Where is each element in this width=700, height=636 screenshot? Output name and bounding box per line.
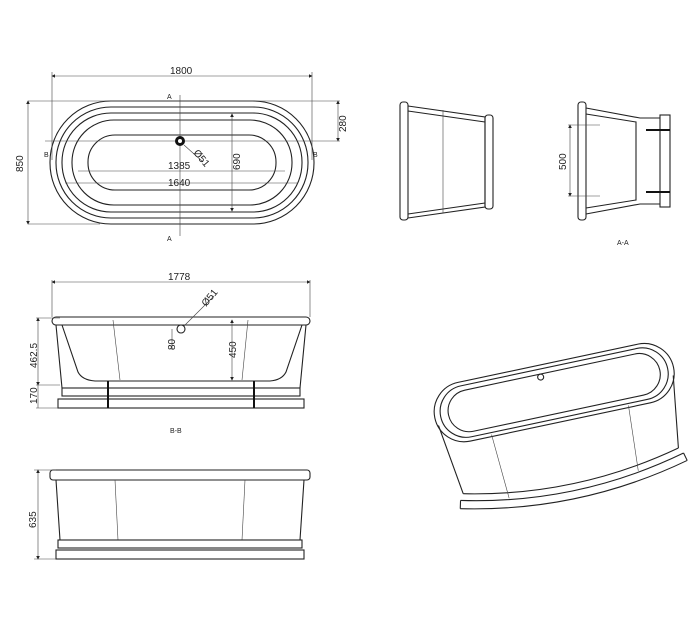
tub-basin (87, 134, 277, 191)
section-aa-view: 500 A-A (558, 101, 671, 247)
dim-1800: 1800 (170, 66, 193, 77)
dim-280: 280 (338, 115, 349, 132)
plan-view: 1800 850 280 690 1385 1640 Ø51 A A B B (15, 66, 349, 243)
front-view: 635 (28, 469, 311, 560)
overflow-outlet (176, 324, 186, 334)
dim-635: 635 (28, 511, 39, 528)
dim-overflow-diameter: Ø51 (200, 287, 221, 309)
dim-450: 450 (228, 341, 239, 358)
dim-1778: 1778 (168, 272, 191, 283)
dim-1640: 1640 (168, 178, 191, 189)
dim-500: 500 (558, 153, 569, 170)
dim-waste-diameter: Ø51 (191, 148, 212, 170)
section-b-label-left: B (44, 152, 49, 159)
section-aa-title: A-A (617, 240, 629, 247)
dim-170: 170 (29, 387, 40, 404)
dim-850: 850 (15, 155, 26, 172)
dim-1385: 1385 (168, 161, 191, 172)
section-b-label-right: B (313, 152, 318, 159)
section-bb-title: B-B (170, 428, 182, 435)
section-bb-view: 1778 Ø51 80 450 462.5 170 B-B (29, 272, 311, 435)
section-a-label-bottom: A (167, 236, 172, 243)
isometric-view (433, 342, 688, 510)
dim-80: 80 (167, 338, 178, 350)
section-a-label-top: A (167, 94, 172, 101)
end-view (399, 101, 494, 221)
dim-462-5: 462.5 (29, 343, 40, 368)
dim-690: 690 (232, 153, 243, 170)
